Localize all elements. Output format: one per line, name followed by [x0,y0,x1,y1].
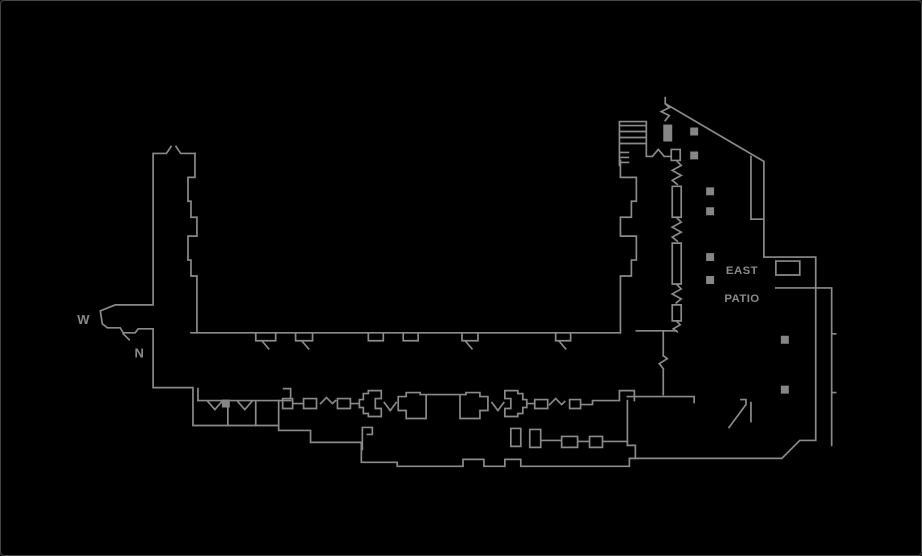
window-wall [662,160,683,333]
east-patio-walls [727,256,837,447]
northeast-diagonal-wall [659,96,765,258]
bottom-tier-walls [361,426,637,460]
ballroom-walls [99,145,665,427]
east-inner-alcove-wall [619,159,665,334]
elevator-block [663,124,673,142]
west-exit-label: W [77,312,90,327]
rooms-row-walls [197,387,636,447]
site-boundary [277,424,817,468]
south-wall [190,331,622,350]
east-window-wall [626,160,696,404]
lower-rooms [197,387,637,460]
diagonal-wall [659,96,765,258]
corridor-connector-wall [626,329,696,404]
west-inner-alcove-wall [187,152,198,334]
stairwell [618,120,682,167]
column-markers [221,127,789,408]
east-patio-label-line2: PATIO [724,293,759,305]
north-exit-label: N [134,346,143,361]
east-patio-label-line1: EAST [726,265,758,277]
patio-planter-wall [727,398,752,429]
south-site-boundary [277,424,817,468]
patio-walkway-walls [763,256,837,447]
west-outer-wall [99,145,280,427]
stair-treads [618,120,682,167]
